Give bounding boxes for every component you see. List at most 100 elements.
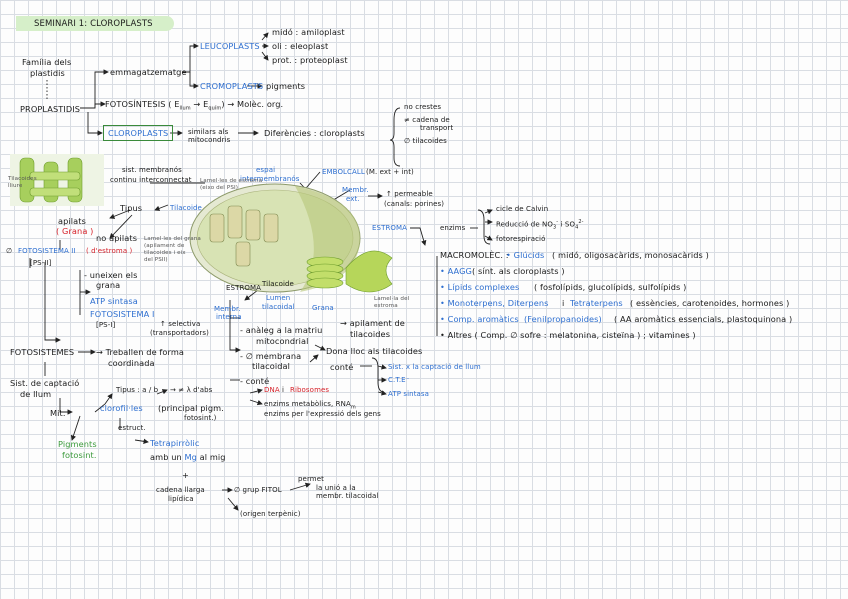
glucids-detail: ( midó, oligosacàrids, monosacàrids )	[552, 250, 709, 260]
tilacoidal-bottom-text: tilacoidal	[252, 361, 291, 371]
estroma-right-text: ESTROMA	[372, 224, 408, 232]
lipids-text: • Lípids complexes	[440, 282, 520, 292]
aagg-text: • AAGG	[440, 266, 473, 276]
proteoplast-text: prot. : proteoplast	[272, 55, 348, 65]
principal-text: (principal pigm.	[158, 403, 224, 413]
origen-text: (origen terpènic)	[240, 510, 301, 518]
canals-text: (canals: porines)	[384, 200, 445, 208]
fotosintesi-text: FOTOSÍNTESIS ( Ellum → Equím) → Molèc. o…	[105, 99, 284, 112]
tilacoidal-text: tilacoidal	[262, 303, 295, 311]
apilats-text: apilats	[58, 216, 86, 226]
fotosint-text: fotosint.)	[184, 414, 217, 422]
destroma-text: ( d'estroma )	[86, 247, 133, 255]
absence-symbol: ∅	[6, 247, 13, 255]
membr-tilacoidal-text: membr. tilacoidal	[316, 492, 379, 500]
unio-text: la unió a la	[316, 484, 356, 492]
intermembranos-text: intermembranós	[240, 175, 300, 183]
calvin-text: cicle de Calvin	[496, 205, 549, 213]
dna-text: DNA	[264, 386, 280, 394]
uneixen-text: - uneixen els	[84, 270, 138, 280]
ribosomes-text: Ribosomes	[290, 386, 330, 394]
espai-text: espai	[256, 166, 276, 174]
estroma-label: ESTROMA	[226, 284, 262, 292]
membr-interna2-text: interna	[216, 313, 242, 321]
cte-text: C.T.E⁻	[388, 376, 410, 384]
diff-cadena: ≠ cadena de	[404, 116, 450, 124]
permet-text: permet	[298, 475, 324, 483]
grana3-text: Grana	[312, 304, 334, 312]
glucids-text: • Glúcids	[506, 250, 545, 260]
estruct-text: estruct.	[118, 424, 146, 432]
grup-fitol-text: ∅ grup FITOL	[234, 486, 282, 494]
grana2-text: grana	[96, 280, 121, 290]
pigments-text: pigments	[266, 81, 306, 91]
de-llum-text: de llum	[20, 389, 52, 399]
membrana-text: - ∅ membrana	[240, 351, 302, 361]
atp-sintasa-text: ATP sintasa	[90, 296, 138, 306]
mit-text: Mit.	[50, 408, 66, 418]
continu-text: continu interconnectat	[110, 176, 192, 184]
membr-interna-text: Membr.	[214, 305, 241, 313]
reduccio-text: Reducció de NO3- i SO42-	[496, 219, 584, 231]
enzims-text: enzims	[440, 224, 466, 232]
label-lamel-estroma: Lamel·les de estroma(eixo del PSI)	[200, 178, 263, 191]
dona-lloc-text: Dona lloc als tilacoides	[326, 346, 423, 356]
amiloplast-text: midó : amiloplast	[272, 27, 345, 37]
tilacoides-text: tilacoides	[350, 329, 391, 339]
enzims-metabolics-text: enzims metabòlics, RNAm	[264, 400, 356, 411]
tetraterpens-text: Tetraterpens	[570, 298, 623, 308]
leucoplasts-text: LEUCOPLASTS	[200, 41, 260, 51]
embolcall-note: (M. ext + int)	[366, 168, 414, 176]
diferencies-text: Diferències : cloroplasts	[264, 128, 365, 138]
selectiva-text: ↑ selectiva	[160, 320, 201, 328]
cadena-text: cadena llarga	[156, 486, 205, 494]
ps2-text: [PS-II]	[30, 259, 52, 267]
aromatics-detail: ( AA aromàtics essencials, plastoquinona…	[614, 314, 793, 324]
eleoplast-text: oli : eleoplast	[272, 41, 329, 51]
sist-captacio-llum: Sist. de captació	[10, 378, 80, 388]
emmagatzematge-text: emmagatzematge	[110, 67, 187, 77]
monoterpens-text: • Monoterpens, Diterpens	[440, 298, 549, 308]
permeable-text: ↑ permeable	[386, 190, 433, 198]
fenilpropanoides-text: (Fenilpropanoides)	[524, 314, 602, 324]
tipus-text: Tipus	[120, 203, 143, 213]
thylakoid-small-illustration	[10, 154, 104, 206]
tilacoide2-text: Tilacoide	[262, 280, 294, 288]
cromoplasts-text: CROMOPLASTS	[200, 81, 264, 91]
analeg-text: - anàleg a la matriu	[240, 325, 323, 335]
proplastidis-text: PROPLASTIDIS	[20, 104, 81, 114]
conte2-text: - conté	[240, 376, 270, 386]
tetrapirrolic-text: Tetrapirròlic	[150, 438, 200, 448]
familia-text: Família dels	[22, 57, 72, 67]
transportadors-text: (transportadors)	[150, 329, 209, 337]
fotorespiracio-text: fotorespiració	[496, 235, 546, 243]
aagg-detail: ( sínt. als cloroplasts )	[472, 266, 565, 276]
fotosistemes-text: FOTOSISTEMES	[10, 347, 75, 357]
coordinada-text: coordinada	[108, 358, 155, 368]
grana-text: ( Grana )	[56, 226, 94, 236]
diff-transport: transport	[420, 124, 454, 132]
clorofiles-text: clorofil·les	[100, 403, 143, 413]
conte-text: conté	[330, 362, 354, 372]
mitocondrial-text: mitocondrial	[256, 336, 309, 346]
pigments-fotosint-text: Pigments	[58, 439, 97, 449]
fotosistema1-text: FOTOSISTEMA I	[90, 309, 155, 319]
lipidica-text: lipídica	[168, 495, 194, 503]
membr-ext2-text: ext.	[346, 195, 360, 203]
enzims-expressio-text: enzims per l'expressió dels gens	[264, 410, 381, 418]
lambda-text: → ≠ λ d'abs	[170, 386, 213, 394]
similars-text: similars als	[188, 128, 229, 136]
macromolec-text: MACROMOLÈC. :	[440, 250, 509, 260]
lumen-text: Lumen	[266, 294, 291, 302]
chloroplast-large-illustration	[189, 183, 393, 293]
no-apilats-text: no apilats	[96, 233, 138, 243]
sist-membranos-text: sist. membranós	[122, 166, 182, 174]
page-title: SEMINARI 1: CLOROPLASTS	[34, 19, 153, 29]
fotosistema2-text: FOTOSISTEMA II	[18, 247, 76, 255]
cloroplasts-text: CLOROPLASTS	[108, 128, 169, 138]
treballen-text: → Treballen de forma	[96, 347, 185, 357]
altres-text: • Altres ( Comp. ∅ sofre : melatonina, c…	[440, 330, 696, 340]
